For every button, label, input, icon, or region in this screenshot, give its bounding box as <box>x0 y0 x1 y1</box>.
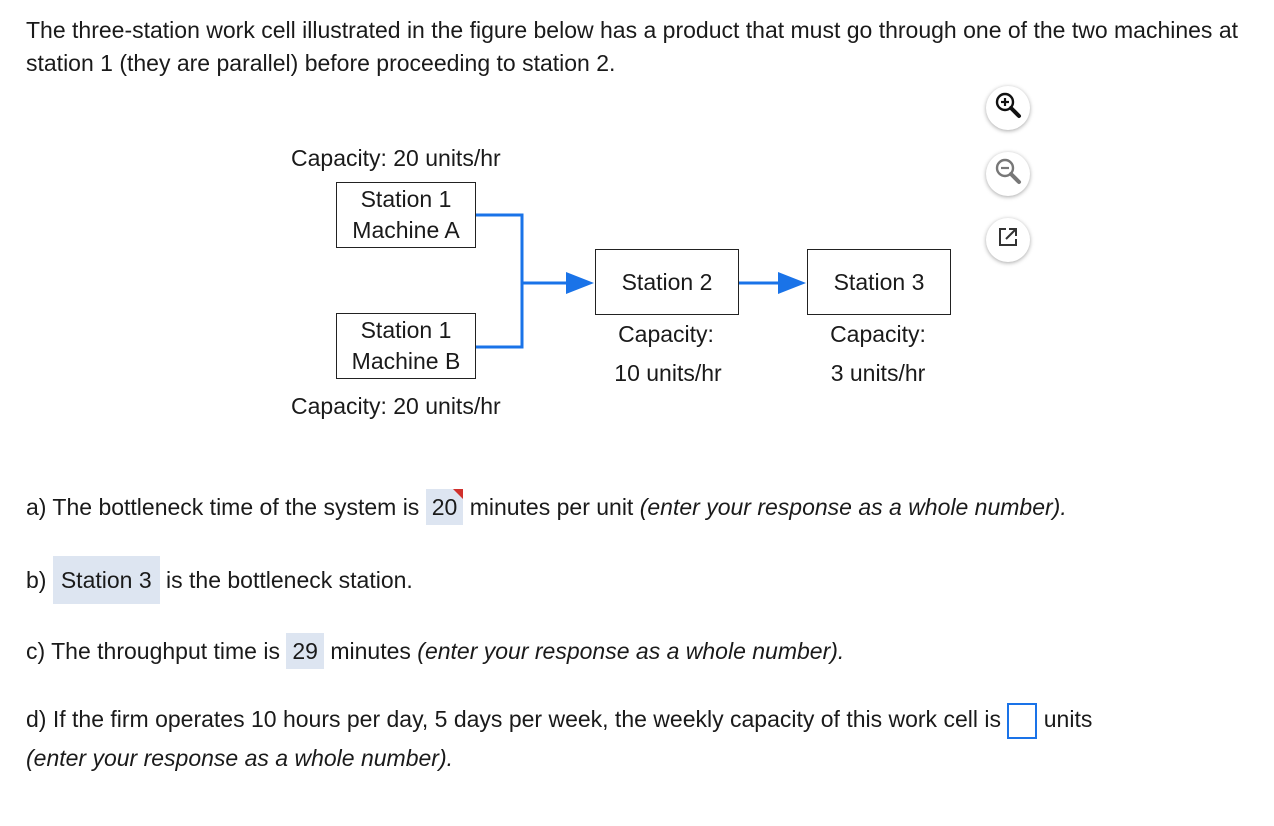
machine-a-label: Machine A <box>352 217 460 243</box>
question-d: d) If the firm operates 10 hours per day… <box>26 703 1092 739</box>
station2-capacity-label: Capacity: <box>618 321 714 347</box>
answer-a-value: 20 <box>431 494 458 520</box>
question-b: b) Station 3 is the bottleneck station. <box>26 556 413 604</box>
question-c-prefix: c) The throughput time is <box>26 638 280 664</box>
station3-capacity-label: Capacity: <box>830 321 926 347</box>
zoom-in-icon <box>993 90 1023 126</box>
question-c-hint: (enter your response as a whole number). <box>417 638 845 664</box>
answer-c-field[interactable]: 29 <box>286 633 324 669</box>
arrow-head-station2 <box>566 272 594 294</box>
question-a: a) The bottleneck time of the system is … <box>26 489 1067 525</box>
answer-a-field[interactable]: 20 <box>425 489 464 525</box>
machine-a-capacity: Capacity: 20 units/hr <box>291 145 501 171</box>
question-d-prefix: d) If the firm operates 10 hours per day… <box>26 706 1001 733</box>
machine-b-capacity: Capacity: 20 units/hr <box>291 393 501 419</box>
question-a-prefix: a) The bottleneck time of the system is <box>26 494 420 520</box>
station3-capacity-value: 3 units/hr <box>830 360 926 386</box>
zoom-in-button[interactable] <box>986 86 1030 130</box>
machine-b-station: Station 1 <box>360 317 452 343</box>
answer-c-value: 29 <box>292 638 318 664</box>
machine-a-station: Station 1 <box>360 186 452 212</box>
machine-b-box: Station 1 Machine B <box>336 313 476 379</box>
question-a-hint: (enter your response as a whole number). <box>639 494 1067 520</box>
machine-b-label: Machine B <box>351 348 461 374</box>
open-external-button[interactable] <box>986 218 1030 262</box>
incorrect-flag-icon <box>453 489 464 499</box>
question-b-suffix: is the bottleneck station. <box>166 567 413 593</box>
arrow-head-station3 <box>778 272 806 294</box>
question-b-prefix: b) <box>26 567 47 593</box>
problem-statement: The three-station work cell illustrated … <box>26 17 1239 76</box>
answer-b-field[interactable]: Station 3 <box>52 556 160 604</box>
machine-a-box: Station 1 Machine A <box>336 182 476 248</box>
machine-merge-line <box>476 213 524 349</box>
question-c: c) The throughput time is 29 minutes (en… <box>26 633 844 669</box>
station3-box: Station 3 <box>807 249 951 315</box>
answer-b-value: Station 3 <box>60 567 152 593</box>
question-d-hint: (enter your response as a whole number). <box>26 745 453 771</box>
station2-label: Station 2 <box>621 268 713 295</box>
question-d-hint-line: (enter your response as a whole number). <box>26 745 453 772</box>
station2-capacity-value: 10 units/hr <box>614 360 722 386</box>
zoom-out-button[interactable] <box>986 152 1030 196</box>
question-c-suffix: minutes <box>330 638 411 664</box>
station3-label: Station 3 <box>833 268 925 295</box>
question-d-suffix: units <box>1043 706 1093 733</box>
zoom-out-icon <box>993 156 1023 192</box>
answer-d-input[interactable] <box>1007 703 1038 739</box>
question-a-suffix: minutes per unit <box>469 494 634 520</box>
station2-box: Station 2 <box>595 249 739 315</box>
open-external-icon <box>995 224 1021 256</box>
